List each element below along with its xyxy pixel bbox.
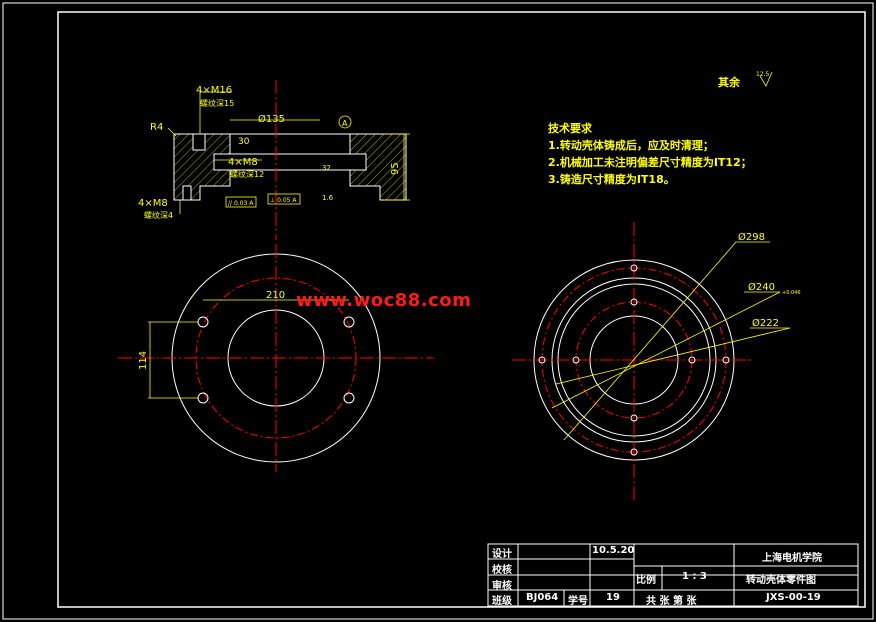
- design-label: 设计: [492, 549, 512, 560]
- tech-requirements: 技术要求 1.转动壳体铸成后，应及时清理； 2.机械加工未注明偏差尺寸精度为IT…: [548, 120, 752, 188]
- class-value: BJ064: [526, 592, 559, 603]
- part-name: 转动壳体零件图: [746, 575, 816, 586]
- callout-m8-upper-depth: 螺纹深12: [230, 169, 264, 179]
- right-plan-view: Ø298 Ø240 +0.046 Ø222: [512, 222, 801, 500]
- dim-222: Ø222: [752, 317, 779, 329]
- inner-border: [57, 11, 866, 608]
- scale-value: 1 : 3: [682, 571, 707, 582]
- dim-135: Ø135: [258, 113, 285, 125]
- tolerance-1: // 0.03 A: [228, 200, 254, 207]
- scale-label: 比例: [636, 575, 656, 586]
- dim-298: Ø298: [738, 231, 765, 243]
- sheet-count: 共 张 第 张: [646, 596, 697, 607]
- callout-m16-depth: 螺纹深15: [200, 98, 234, 108]
- dim-30: 30: [238, 137, 250, 147]
- dim-114: 114: [138, 351, 149, 370]
- tech-item: 1.转动壳体铸成后，应及时清理；: [548, 139, 714, 152]
- callout-m16: 4×M16: [196, 85, 232, 96]
- dim-240-tol: +0.046: [782, 290, 801, 296]
- bolt-hole: [538, 356, 546, 364]
- bolt-hole: [630, 264, 638, 272]
- datum-circle: [338, 115, 352, 129]
- tapped-hole-m16: [192, 133, 206, 151]
- review-label: 审核: [492, 581, 512, 592]
- school-name: 上海电机学院: [762, 553, 822, 564]
- leader-222: [555, 327, 791, 385]
- tech-item: 3.铸造尺寸精度为IT18。: [548, 173, 675, 186]
- bolt-hole: [630, 448, 638, 456]
- surface-finish-value: 12.5: [756, 71, 770, 78]
- dim-210: 210: [266, 290, 285, 301]
- bolt-hole: [572, 356, 580, 364]
- drawing-number: JXS-00-19: [766, 592, 821, 603]
- surface-note-label: 其余: [718, 76, 740, 89]
- tapped-hole-m8: [182, 185, 192, 201]
- student-no-value: 19: [606, 592, 620, 603]
- student-no-label: 学号: [568, 596, 588, 607]
- radius-label: R4: [150, 122, 163, 133]
- bolt-hole: [630, 414, 638, 422]
- bolt-hole: [343, 316, 355, 328]
- finish-32: 32: [322, 164, 331, 172]
- check-label: 校核: [492, 565, 512, 576]
- design-date: 10.5.20: [592, 545, 635, 556]
- tolerance-2: ⊥ 0.05 A: [270, 197, 297, 204]
- callout-m8-lower: 4×M8: [138, 198, 168, 209]
- surface-finish-icon: [759, 71, 773, 87]
- callout-m8-upper: 4×M8: [228, 157, 258, 168]
- tech-requirements-title: 技术要求: [548, 122, 592, 135]
- title-block-grid: [487, 543, 859, 607]
- finish-16: 1.6: [322, 194, 334, 202]
- bolt-hole: [630, 298, 638, 306]
- watermark: www.woc88.com: [296, 290, 472, 311]
- tolerance-frame-1: [225, 196, 257, 208]
- class-label: 班级: [492, 596, 512, 607]
- leader-240: [551, 291, 781, 409]
- tolerance-frame-2: [267, 193, 301, 205]
- dim-240: Ø240: [748, 281, 775, 293]
- bolt-hole: [722, 356, 730, 364]
- left-plan-view: 210 114: [118, 244, 434, 472]
- inner-step: [213, 153, 367, 171]
- dim-95: 95: [390, 162, 401, 175]
- callout-m8-lower-depth: 螺纹深4: [144, 210, 173, 220]
- title-block: 设计 校核 审核 班级 BJ064 学号 19 10.5.20 上海电机学院 比…: [488, 544, 858, 607]
- datum-label: A: [342, 119, 348, 128]
- section-view: 4×M16 螺纹深15 R4 Ø135 30 A 4×M8 螺纹深12 95 4…: [138, 80, 410, 240]
- bolt-hole: [688, 356, 696, 364]
- bolt-hole: [343, 392, 355, 404]
- leader-298: [563, 241, 737, 441]
- tech-item: 2.机械加工未注明偏差尺寸精度为IT12；: [548, 156, 752, 169]
